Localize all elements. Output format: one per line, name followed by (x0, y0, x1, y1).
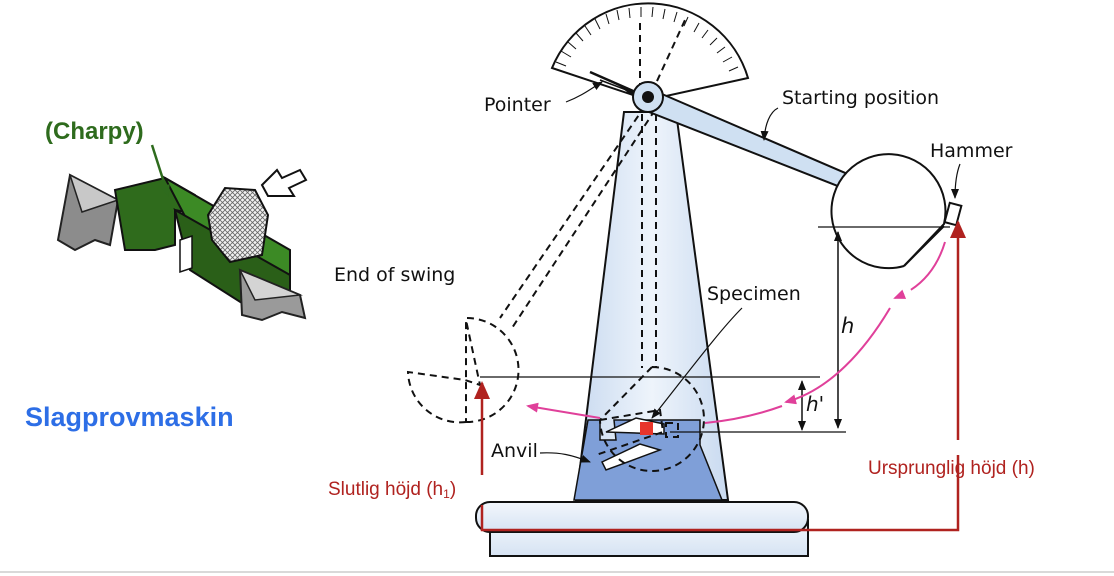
bottom-divider (0, 571, 1114, 573)
height-h-prime-label: h' (806, 392, 825, 416)
pointer-label: Pointer (484, 94, 551, 116)
leader-lines (539, 81, 961, 463)
original-height-label: Ursprunglig höjd (h) (868, 458, 1035, 479)
starting-position-label: Starting position (782, 87, 940, 109)
end-of-swing-label: End of swing (334, 264, 456, 286)
specimen-label: Specimen (707, 283, 801, 305)
final-height-subscript: 1 (443, 487, 450, 501)
machine-frame (475, 111, 809, 557)
pivot-hub (632, 81, 664, 113)
final-height-suffix: ) (449, 479, 457, 500)
hammer-head (830, 153, 963, 270)
height-dimensions (480, 226, 950, 433)
final-height-prefix: Slutlig höjd (h (328, 479, 444, 500)
final-height-label: Slutlig höjd (h1) (328, 480, 456, 500)
dashed-pendulum-positions (406, 19, 705, 472)
diagram-title: Slagprovmaskin (25, 402, 234, 432)
height-annotation-path (474, 220, 966, 532)
charpy-label: (Charpy) (45, 118, 144, 145)
charpy-specimen-illustration (56, 144, 308, 322)
hammer-label: Hammer (930, 140, 1013, 162)
height-h-label: h (841, 314, 855, 338)
anvil-label: Anvil (491, 440, 538, 462)
swing-arrows (526, 241, 946, 424)
specimen-marker (640, 422, 653, 435)
